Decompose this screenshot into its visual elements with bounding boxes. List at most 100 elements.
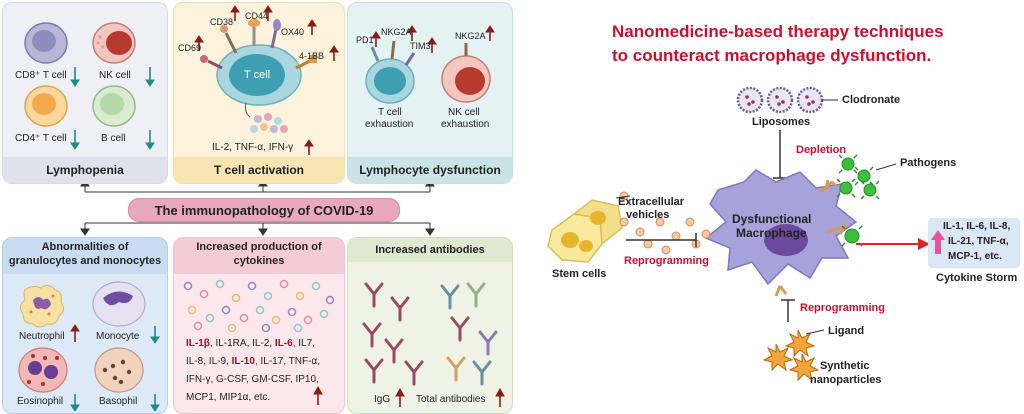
- b-cell-label: B cell: [101, 133, 126, 144]
- cytokine-il10: IL-10: [231, 356, 255, 367]
- eosinophil-label: Eosinophil: [17, 396, 64, 407]
- cd4-t-cell-icon: [24, 85, 68, 127]
- macrophage-label-1: Dysfunctional: [732, 212, 812, 226]
- cytokines-title-2: cytokines: [233, 255, 285, 267]
- antibodies-header: [348, 238, 512, 262]
- exhausted-t-cell-icon: [365, 40, 416, 104]
- cytokine-il1b: IL-1β: [186, 338, 210, 349]
- right-title-line-1: Nanomedicine-based therapy techniques: [612, 22, 944, 41]
- nk-label: NK cell: [99, 70, 131, 81]
- nk-exhaustion-label-1: NK cell: [448, 107, 480, 118]
- nk-exhaustion-label-2: exhaustion: [441, 119, 490, 130]
- stem-cell-icon: [547, 199, 623, 263]
- cytokine-text-4: , IL-17, TNF-α,: [254, 356, 320, 367]
- banner-text: The immunopathology of COVID-19: [154, 202, 374, 218]
- storm-line-2: IL-21, TNF-α,: [948, 236, 1009, 247]
- synthetic-label-2: nanoparticles: [810, 374, 882, 386]
- marker-ox40: OX40: [281, 27, 305, 37]
- eosinophil-icon: [18, 347, 68, 393]
- cytokine-il6: IL-6: [274, 338, 293, 349]
- down-arrow-icon: [70, 326, 160, 412]
- nk-cell-icon: [92, 22, 136, 64]
- lymphocyte-dysfunction-title: Lymphocyte dysfunction: [348, 157, 512, 183]
- ligand-label: Ligand: [828, 325, 865, 337]
- cytokine-line-3: IFN-γ, G-CSF, GM-CSF, IP10,: [186, 374, 319, 385]
- cytokine-text-3: IL-8, IL-9,: [186, 356, 232, 367]
- marker-nkg2a-t: NKG2A: [381, 27, 412, 37]
- monocyte-icon: [92, 281, 146, 327]
- cytokine-particles-icon: [183, 279, 335, 332]
- reprogramming-bottom-label: Reprogramming: [800, 302, 885, 314]
- clodronate-label: Clodronate: [842, 94, 901, 106]
- granulocyte-cells: [18, 281, 160, 412]
- lymphocyte-dysfunction-diagram: [365, 25, 495, 104]
- t-exhaustion-label-1: T cell: [378, 107, 402, 118]
- antibodies-title: Increased antibodies: [375, 244, 485, 256]
- macrophage-icon: [704, 169, 858, 297]
- basophil-label: Basophil: [99, 396, 138, 407]
- reprogramming-left-label: Reprogramming: [624, 255, 709, 267]
- up-arrow-icon: [931, 230, 945, 254]
- cytokine-text-2: , IL7,: [292, 338, 315, 349]
- granulocytes-title-2: granulocytes and monocytes: [8, 255, 162, 267]
- cd4-label: CD4⁺ T cell: [15, 133, 67, 144]
- cytokine-storm-box: [928, 218, 1020, 268]
- t-cell-activation-title: T cell activation: [174, 157, 344, 183]
- total-antibodies-label: Total antibodies: [416, 394, 486, 405]
- t-cell-activation-diagram: [194, 5, 339, 155]
- granulocytes-title-1: Abnormalities of: [41, 241, 129, 253]
- up-arrow-icon: [70, 324, 80, 342]
- cytokine-storm-label: Cytokine Storm: [936, 272, 1018, 284]
- cytokines-title-1: Increased production of: [196, 241, 322, 253]
- cytokine-line-2: IL-8, IL-9, IL-10, IL-17, TNF-α,: [186, 354, 320, 369]
- pathogen-icon: [839, 157, 877, 244]
- liposome-icon: [736, 86, 824, 114]
- storm-line-3: MCP-1, etc.: [948, 251, 1002, 262]
- granulocytes-panel: Abnormalities of granulocytes and monocy…: [2, 237, 168, 414]
- down-arrow-icon: [70, 67, 155, 150]
- left-figure: CD8⁺ T cell NK cell CD4⁺ T cell B cell L…: [2, 2, 513, 414]
- granulocytes-header: [3, 238, 167, 274]
- cytokines-panel: Increased production of cytokines IL-1β,…: [173, 237, 345, 414]
- cytokine-dots-icon: [250, 113, 288, 133]
- cytokines-header: [174, 238, 344, 274]
- right-title-line-2: to counteract macrophage dysfunction.: [612, 46, 932, 65]
- cd8-t-cell-icon: [24, 22, 68, 64]
- right-figure: Nanomedicine-based therapy techniques to…: [530, 0, 1024, 414]
- stem-cells-label: Stem cells: [552, 268, 607, 280]
- depletion-label: Depletion: [796, 144, 847, 156]
- lymphopenia-panel: CD8⁺ T cell NK cell CD4⁺ T cell B cell L…: [2, 2, 168, 184]
- t-cell-icon: [216, 44, 302, 106]
- cytokine-text-1: , IL-1RA, IL-2,: [209, 338, 275, 349]
- receptor-icons: [200, 19, 317, 70]
- nanoparticle-icon: [762, 329, 820, 382]
- marker-cd44: CD44: [245, 11, 269, 21]
- pathogens-label: Pathogens: [900, 157, 957, 169]
- marker-cd69: CD69: [178, 43, 202, 53]
- up-arrow-icon: [194, 5, 339, 155]
- extracellular-label-1: Extracellular: [618, 196, 685, 208]
- macrophage-diagram: [547, 86, 930, 382]
- liposomes-label: Liposomes: [752, 116, 811, 128]
- neutrophil-label: Neutrophil: [19, 331, 65, 342]
- antibodies-panel: Increased antibodies IgG Total antibodie…: [347, 237, 513, 414]
- basophil-icon: [94, 347, 144, 393]
- monocyte-label: Monocyte: [96, 331, 140, 342]
- up-arrow-icon: [371, 25, 495, 53]
- secretion-arrow: [245, 102, 251, 118]
- activation-cytokines: IL-2, TNF-α, IFN-γ: [212, 142, 294, 153]
- up-arrow-icon: [495, 388, 505, 407]
- storm-line-1: IL-1, IL-6, IL-8,: [943, 221, 1011, 232]
- lymphopenia-cells: [24, 22, 155, 150]
- lymphopenia-title: Lymphopenia: [3, 157, 167, 183]
- igg-label: IgG: [374, 394, 391, 405]
- up-arrow-icon: [313, 386, 323, 405]
- macrophage-label-2: Macrophage: [736, 226, 807, 240]
- lymphocyte-dysfunction-panel: PD1 NKG2A TIM3 NKG2A T cell exhaustion N…: [347, 2, 513, 184]
- up-arrow-icon: [395, 388, 405, 407]
- marker-4-1bb: 4-1BB: [299, 51, 325, 61]
- extracellular-label-2: vehicles: [626, 209, 670, 221]
- cytokine-line-4: MCP1, MIP1α, etc.: [186, 392, 271, 403]
- t-cell-label: T cell: [244, 69, 271, 81]
- exhausted-nk-cell-icon: [441, 43, 491, 103]
